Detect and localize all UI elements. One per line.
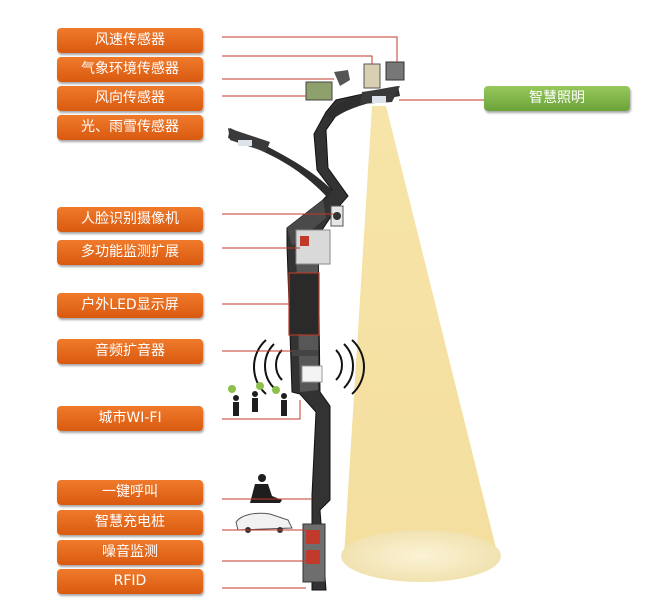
label-rfid: RFID <box>57 569 203 594</box>
emergency-person-icon <box>250 474 282 503</box>
label-smart-charging: 智慧充电桩 <box>57 510 203 535</box>
label-wind-direction-sensor: 风向传感器 <box>57 86 203 111</box>
label-city-wifi: 城市WI-FI <box>57 406 203 431</box>
light-beam <box>341 106 501 582</box>
sound-waves-icon <box>253 339 365 395</box>
people-icon <box>228 382 287 416</box>
car-icon <box>235 512 293 533</box>
pole <box>228 86 400 591</box>
label-audio-speaker: 音频扩音器 <box>57 339 203 364</box>
label-multifunction-monitoring: 多功能监测扩展 <box>57 240 203 265</box>
label-noise-monitoring: 噪音监测 <box>57 540 203 565</box>
label-face-recognition-camera: 人脸识别摄像机 <box>57 207 203 232</box>
leader-lines <box>222 36 484 589</box>
label-light-rain-snow-sensor: 光、雨雪传感器 <box>57 115 203 140</box>
label-smart-lighting: 智慧照明 <box>484 86 630 111</box>
top-sensors <box>305 61 405 101</box>
label-wind-speed-sensor: 风速传感器 <box>57 28 203 53</box>
label-emergency-call: 一键呼叫 <box>57 480 203 505</box>
label-weather-sensor: 气象环境传感器 <box>57 57 203 82</box>
label-outdoor-led-screen: 户外LED显示屏 <box>57 293 203 318</box>
